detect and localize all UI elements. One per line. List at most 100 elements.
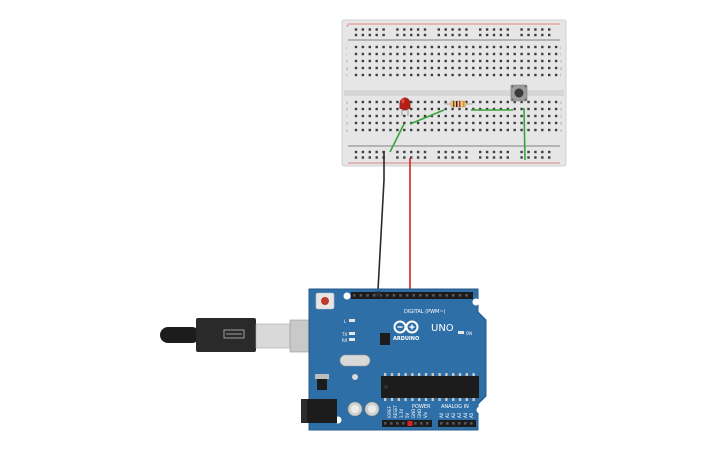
breadboard-hole[interactable] bbox=[472, 73, 475, 77]
breadboard-hole[interactable] bbox=[382, 114, 385, 118]
breadboard-hole[interactable] bbox=[513, 128, 516, 132]
breadboard-hole[interactable] bbox=[437, 45, 440, 49]
breadboard-hole[interactable] bbox=[479, 121, 482, 125]
breadboard-hole[interactable] bbox=[465, 73, 468, 77]
breadboard-hole[interactable] bbox=[396, 45, 399, 49]
breadboard-hole[interactable] bbox=[534, 100, 537, 104]
rail-hole[interactable] bbox=[423, 156, 427, 159]
breadboard-hole[interactable] bbox=[492, 45, 496, 49]
breadboard-hole[interactable] bbox=[506, 114, 509, 118]
rail-hole[interactable] bbox=[410, 28, 413, 31]
breadboard-hole[interactable] bbox=[527, 100, 530, 104]
breadboard-hole[interactable] bbox=[403, 59, 406, 63]
breadboard-hole[interactable] bbox=[458, 107, 461, 111]
breadboard-hole[interactable] bbox=[506, 52, 509, 56]
breadboard-hole[interactable] bbox=[520, 59, 523, 63]
wire-button-to-rail[interactable] bbox=[523, 107, 526, 161]
breadboard-hole[interactable] bbox=[389, 107, 392, 111]
breadboard-hole[interactable] bbox=[444, 52, 447, 56]
breadboard-hole[interactable] bbox=[444, 128, 447, 132]
breadboard-hole[interactable] bbox=[527, 107, 530, 111]
rail-hole[interactable] bbox=[534, 150, 537, 154]
breadboard-hole[interactable] bbox=[354, 114, 358, 118]
breadboard-hole[interactable] bbox=[506, 128, 509, 132]
rail-hole[interactable] bbox=[444, 28, 447, 31]
breadboard-hole[interactable] bbox=[389, 59, 392, 63]
breadboard-hole[interactable] bbox=[485, 114, 489, 118]
breadboard-hole[interactable] bbox=[444, 59, 447, 63]
rail-hole[interactable] bbox=[396, 156, 399, 159]
rail-hole[interactable] bbox=[451, 156, 454, 159]
breadboard-hole[interactable] bbox=[541, 100, 544, 104]
breadboard-hole[interactable] bbox=[527, 52, 530, 56]
rail-hole[interactable] bbox=[506, 156, 509, 159]
breadboard-hole[interactable] bbox=[361, 45, 365, 49]
breadboard-hole[interactable] bbox=[396, 121, 399, 125]
breadboard-hole[interactable] bbox=[354, 59, 358, 63]
rail-hole[interactable] bbox=[416, 28, 420, 31]
breadboard-hole[interactable] bbox=[416, 66, 420, 70]
breadboard-hole[interactable] bbox=[410, 128, 413, 132]
breadboard-hole[interactable] bbox=[513, 66, 516, 70]
breadboard-hole[interactable] bbox=[354, 45, 358, 49]
breadboard-hole[interactable] bbox=[444, 45, 447, 49]
breadboard-hole[interactable] bbox=[485, 66, 489, 70]
rail-hole[interactable] bbox=[506, 28, 509, 31]
rail-hole[interactable] bbox=[361, 150, 365, 154]
rail-hole[interactable] bbox=[368, 156, 371, 159]
breadboard-hole[interactable] bbox=[375, 59, 378, 63]
breadboard-hole[interactable] bbox=[416, 52, 420, 56]
breadboard-hole[interactable] bbox=[410, 73, 413, 77]
breadboard-hole[interactable] bbox=[403, 128, 406, 132]
breadboard-hole[interactable] bbox=[368, 128, 371, 132]
breadboard-hole[interactable] bbox=[403, 52, 406, 56]
rail-hole[interactable] bbox=[354, 33, 358, 37]
rail-hole[interactable] bbox=[396, 33, 399, 37]
breadboard-hole[interactable] bbox=[389, 66, 392, 70]
arduino-uno-board[interactable]: DIGITAL (PWM~) L TX RX ON ARDUINO UNO bbox=[301, 288, 487, 431]
breadboard-hole[interactable] bbox=[423, 114, 427, 118]
breadboard-hole[interactable] bbox=[554, 73, 558, 77]
breadboard-hole[interactable] bbox=[554, 52, 558, 56]
breadboard-hole[interactable] bbox=[423, 128, 427, 132]
breadboard-hole[interactable] bbox=[451, 128, 454, 132]
breadboard-hole[interactable] bbox=[541, 66, 544, 70]
breadboard-hole[interactable] bbox=[492, 114, 496, 118]
breadboard-hole[interactable] bbox=[499, 121, 503, 125]
breadboard-hole[interactable] bbox=[437, 100, 440, 104]
rail-hole[interactable] bbox=[534, 156, 537, 159]
breadboard-hole[interactable] bbox=[513, 52, 516, 56]
breadboard-hole[interactable] bbox=[534, 52, 537, 56]
breadboard-hole[interactable] bbox=[423, 107, 427, 111]
breadboard-hole[interactable] bbox=[527, 121, 530, 125]
rail-hole[interactable] bbox=[416, 33, 420, 37]
breadboard-hole[interactable] bbox=[520, 107, 523, 111]
breadboard-hole[interactable] bbox=[444, 121, 447, 125]
breadboard-hole[interactable] bbox=[423, 59, 427, 63]
rail-hole[interactable] bbox=[410, 33, 413, 37]
breadboard-hole[interactable] bbox=[548, 114, 551, 118]
breadboard-hole[interactable] bbox=[423, 45, 427, 49]
breadboard-hole[interactable] bbox=[396, 59, 399, 63]
rail-hole[interactable] bbox=[465, 156, 468, 159]
breadboard-hole[interactable] bbox=[465, 66, 468, 70]
breadboard-hole[interactable] bbox=[451, 114, 454, 118]
breadboard-hole[interactable] bbox=[548, 45, 551, 49]
breadboard-hole[interactable] bbox=[416, 107, 420, 111]
breadboard-hole[interactable] bbox=[444, 114, 447, 118]
breadboard-hole[interactable] bbox=[472, 100, 475, 104]
rail-hole[interactable] bbox=[416, 150, 420, 154]
breadboard-hole[interactable] bbox=[368, 100, 371, 104]
breadboard-hole[interactable] bbox=[458, 66, 461, 70]
breadboard-hole[interactable] bbox=[354, 128, 358, 132]
rail-hole[interactable] bbox=[451, 28, 454, 31]
breadboard-hole[interactable] bbox=[354, 66, 358, 70]
breadboard-hole[interactable] bbox=[472, 59, 475, 63]
breadboard-hole[interactable] bbox=[382, 121, 385, 125]
breadboard-hole[interactable] bbox=[534, 128, 537, 132]
rail-hole[interactable] bbox=[548, 150, 551, 154]
rail-hole[interactable] bbox=[548, 156, 551, 159]
breadboard-hole[interactable] bbox=[541, 128, 544, 132]
rail-hole[interactable] bbox=[520, 28, 523, 31]
breadboard-hole[interactable] bbox=[403, 45, 406, 49]
